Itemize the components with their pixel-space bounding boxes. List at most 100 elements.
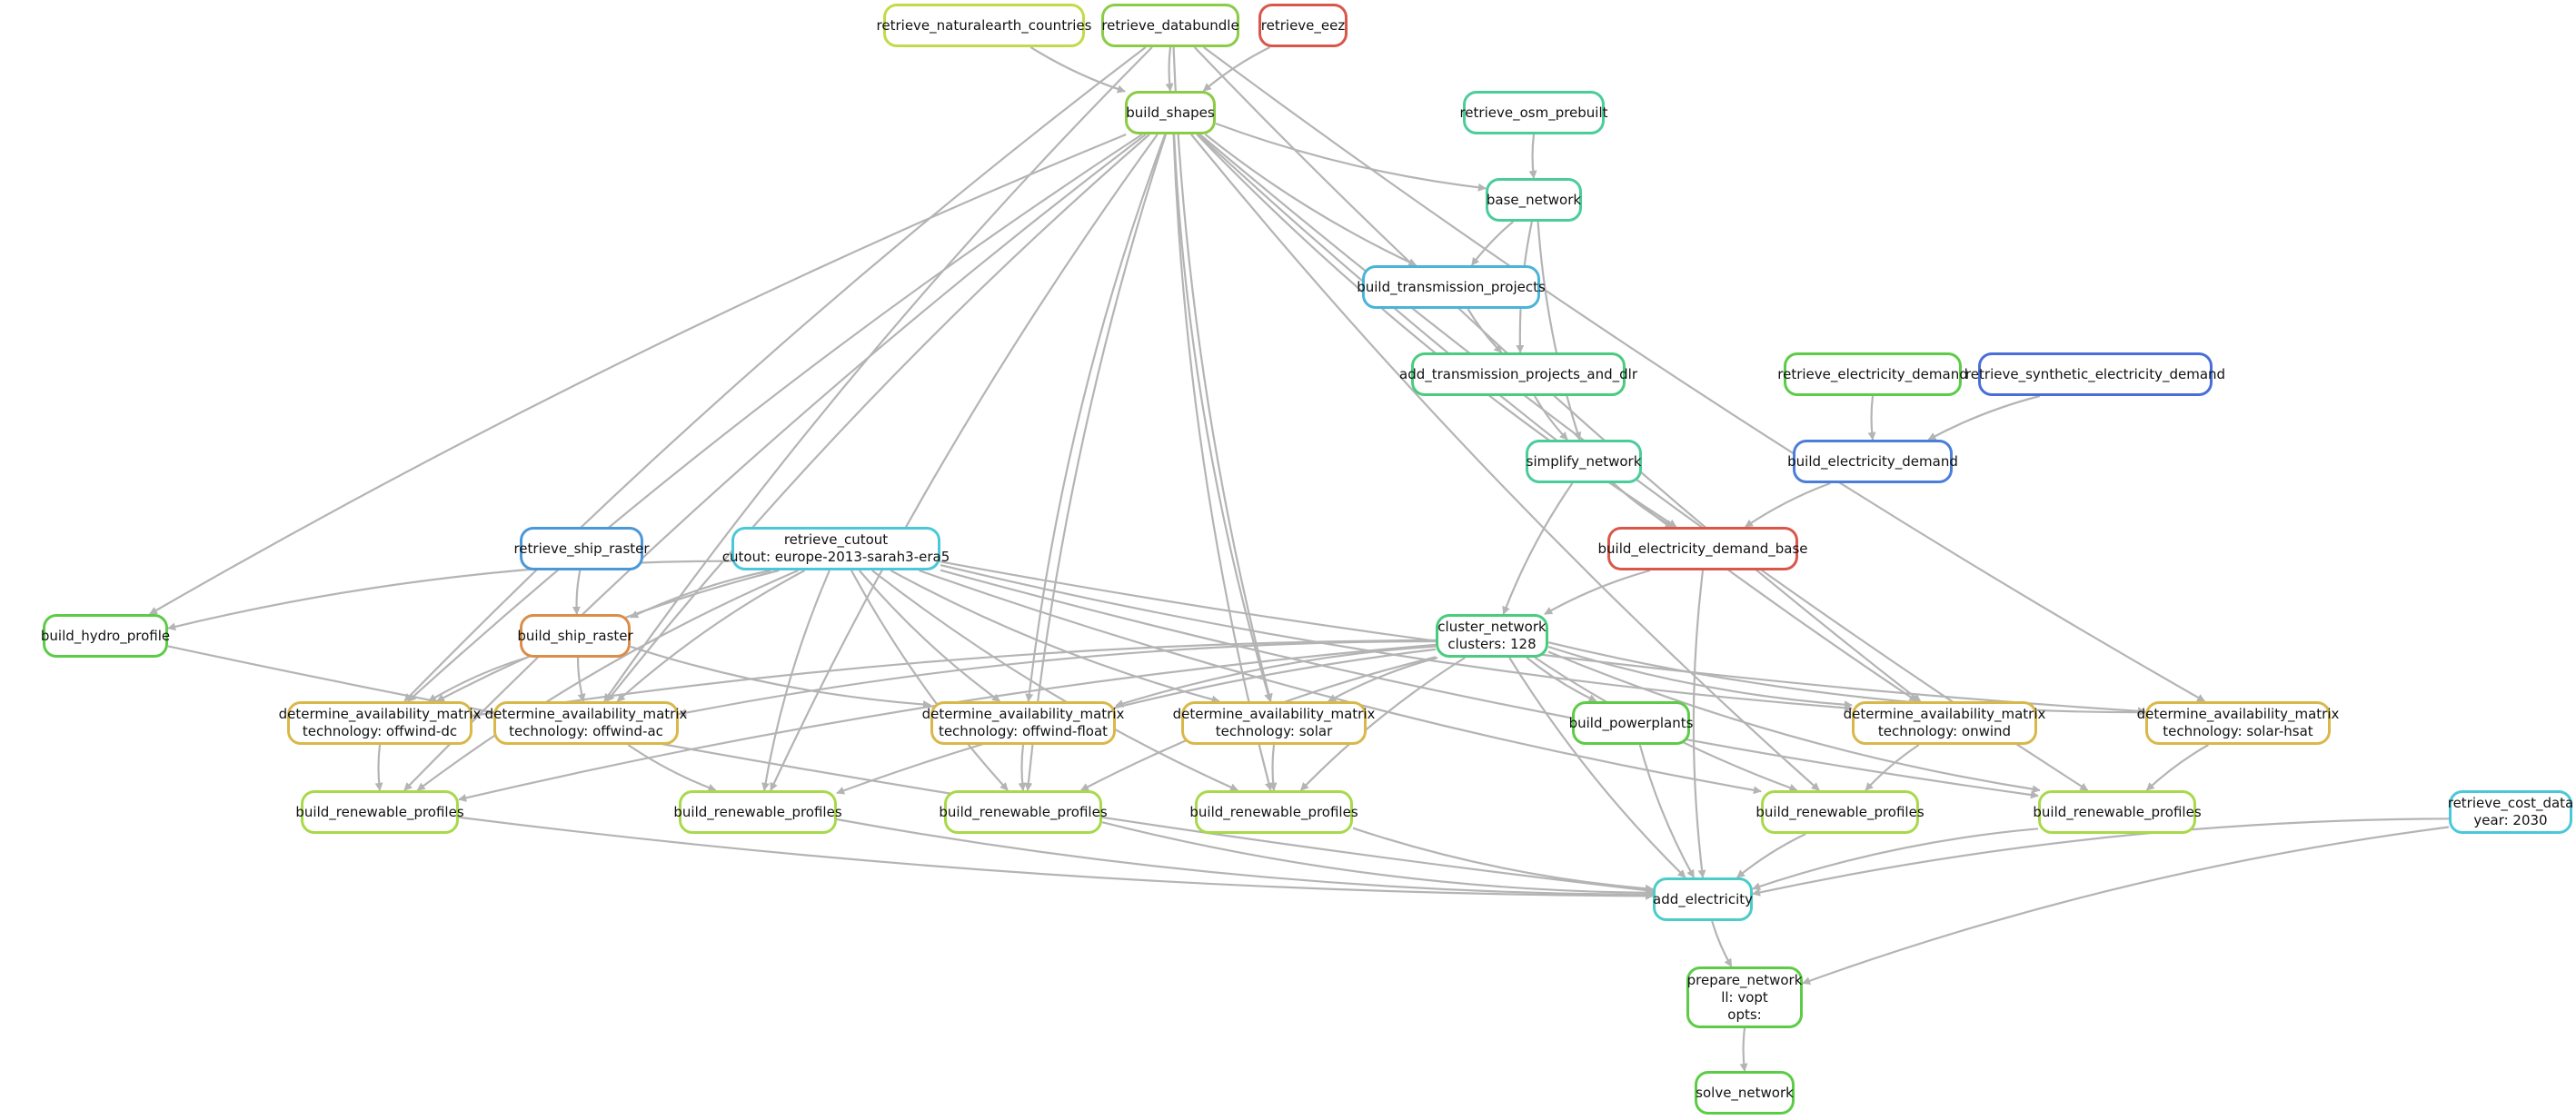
- edge-build-electricity-demand-to-build-electricity-demand-base: [1745, 481, 1831, 528]
- node-label: retrieve_electricity_demand: [1777, 365, 1968, 382]
- node-wildcard-label: technology: offwind-dc: [302, 723, 458, 739]
- edge-retrieve-electricity-demand-to-build-electricity-demand: [1867, 395, 1876, 441]
- node-brp-offwind-ac[interactable]: build_renewable_profiles: [673, 790, 842, 834]
- node-label: retrieve_synthetic_electricity_demand: [1964, 365, 2226, 382]
- edge-build-shapes-to-brp-solar: [1172, 134, 1273, 791]
- edge-build-shapes-to-dam-onwind: [1197, 134, 1918, 702]
- edge-build-powerplants-to-add-electricity: [1638, 744, 1696, 878]
- edge-build-shapes-to-build-hydro-profile: [149, 133, 1127, 615]
- node-label: build_renewable_profiles: [1189, 803, 1358, 820]
- edge-base-network-to-simplify-network: [1537, 221, 1582, 441]
- edge-build-electricity-demand-base-to-add-electricity: [1692, 570, 1706, 878]
- edge-retrieve-cost-data-to-prepare-network: [1802, 826, 2450, 985]
- edge-retrieve-ship-raster-to-build-ship-raster: [572, 570, 582, 615]
- node-retrieve-naturalearth-countries[interactable]: retrieve_naturalearth_countries: [877, 4, 1091, 47]
- node-add-transmission-projects-and-dlr[interactable]: add_transmission_projects_and_dlr: [1399, 352, 1637, 396]
- edge-cluster-network-to-dam-solar: [1328, 656, 1438, 702]
- edge-cluster-network-to-dam-solar-hsat: [1547, 641, 2146, 717]
- node-brp-solar-hsat[interactable]: build_renewable_profiles: [2033, 790, 2202, 834]
- node-label: determine_availability_matrix: [1843, 706, 2046, 722]
- node-retrieve-electricity-demand[interactable]: retrieve_electricity_demand: [1777, 352, 1968, 396]
- node-label: retrieve_eez: [1260, 16, 1346, 34]
- edge-build-shapes-to-dam-offwind-dc: [407, 134, 1143, 702]
- node-wildcard-label: technology: offwind-ac: [509, 723, 663, 739]
- node-simplify-network[interactable]: simplify_network: [1526, 440, 1642, 483]
- node-label: determine_availability_matrix: [1172, 706, 1376, 722]
- edge-dam-solar-hsat-to-brp-solar-hsat: [2145, 744, 2209, 791]
- node-label: retrieve_osm_prebuilt: [1459, 104, 1608, 121]
- node-build-transmission-projects[interactable]: build_transmission_projects: [1357, 265, 1546, 309]
- node-build-powerplants[interactable]: build_powerplants: [1569, 701, 1693, 745]
- node-base-network[interactable]: base_network: [1486, 178, 1582, 222]
- edge-retrieve-databundle-to-dam-offwind-ac: [603, 46, 1153, 702]
- edge-dam-offwind-ac-to-brp-offwind-ac: [627, 744, 717, 792]
- edge-retrieve-cutout-to-brp-solar-hsat: [940, 569, 2039, 799]
- node-label: build_renewable_profiles: [295, 803, 464, 820]
- edge-retrieve-cutout-to-dam-offwind-ac: [616, 570, 806, 702]
- node-label: simplify_network: [1526, 452, 1642, 470]
- edge-build-ship-raster-to-dam-offwind-float: [630, 645, 931, 709]
- node-wildcard-label: technology: solar-hsat: [2163, 723, 2313, 739]
- edge-cluster-network-to-build-powerplants: [1526, 657, 1597, 702]
- node-label: cluster_network: [1437, 619, 1547, 635]
- node-label: build_renewable_profiles: [2033, 803, 2202, 820]
- node-brp-onwind[interactable]: build_renewable_profiles: [1755, 790, 1925, 834]
- edge-retrieve-cutout-to-brp-offwind-ac: [761, 570, 830, 791]
- node-wildcard-label: ll: vopt: [1721, 988, 1768, 1006]
- edge-add-electricity-to-prepare-network: [1711, 920, 1733, 967]
- node-label: build_renewable_profiles: [673, 803, 842, 820]
- node-build-ship-raster[interactable]: build_ship_raster: [517, 614, 633, 658]
- node-label: retrieve_cutout: [783, 531, 889, 548]
- node-brp-offwind-dc[interactable]: build_renewable_profiles: [295, 790, 464, 834]
- node-retrieve-databundle[interactable]: retrieve_databundle: [1101, 4, 1239, 47]
- node-label: determine_availability_matrix: [921, 706, 1125, 722]
- edge-cluster-network-to-brp-solar: [1299, 657, 1466, 791]
- node-retrieve-synthetic-electricity-demand[interactable]: retrieve_synthetic_electricity_demand: [1965, 352, 2225, 396]
- node-label: add_electricity: [1653, 890, 1753, 907]
- edge-build-shapes-to-dam-solar: [1173, 134, 1272, 702]
- node-label: determine_availability_matrix: [278, 706, 482, 722]
- edge-cluster-network-to-add-electricity: [1508, 657, 1686, 878]
- edge-retrieve-cutout-to-brp-offwind-float: [850, 570, 1009, 791]
- node-wildcard-label: technology: solar: [1215, 723, 1333, 739]
- edge-brp-solar-hsat-to-add-electricity: [1752, 828, 2039, 891]
- node-label: build_transmission_projects: [1357, 278, 1546, 295]
- node-brp-solar[interactable]: build_renewable_profiles: [1189, 790, 1358, 834]
- node-label: build_powerplants: [1568, 714, 1694, 731]
- node-label: determine_availability_matrix: [484, 706, 688, 722]
- node-retrieve-osm-prebuilt[interactable]: retrieve_osm_prebuilt: [1459, 91, 1608, 134]
- edge-dam-offwind-dc-to-brp-offwind-dc: [374, 744, 383, 791]
- node-label: build_electricity_demand_base: [1597, 540, 1808, 557]
- node-add-electricity[interactable]: add_electricity: [1653, 877, 1753, 921]
- node-build-shapes[interactable]: build_shapes: [1125, 91, 1216, 134]
- node-wildcard-label: technology: onwind: [1877, 723, 2012, 739]
- node-build-electricity-demand-base[interactable]: build_electricity_demand_base: [1598, 527, 1808, 570]
- node-brp-offwind-float[interactable]: build_renewable_profiles: [939, 790, 1108, 834]
- edge-retrieve-cost-data-to-add-electricity: [1752, 818, 2450, 897]
- edge-retrieve-eez-to-build-shapes: [1202, 46, 1270, 92]
- edge-retrieve-cutout-to-brp-offwind-dc: [416, 569, 799, 791]
- node-build-hydro-profile[interactable]: build_hydro_profile: [41, 614, 170, 658]
- edge-retrieve-osm-prebuilt-to-base-network: [1528, 134, 1537, 179]
- node-wildcard-label: technology: offwind-float: [938, 723, 1109, 739]
- node-solve-network[interactable]: solve_network: [1695, 1071, 1795, 1115]
- node-label: build_renewable_profiles: [939, 803, 1108, 820]
- node-build-electricity-demand[interactable]: build_electricity_demand: [1787, 440, 1958, 483]
- edge-cluster-network-to-dam-offwind-float: [1115, 645, 1437, 708]
- node-label: retrieve_cost_data: [2447, 795, 2574, 811]
- edge-build-shapes-to-dam-offwind-ac: [606, 134, 1150, 702]
- node-retrieve-ship-raster[interactable]: retrieve_ship_raster: [513, 527, 650, 570]
- node-label: build_electricity_demand: [1787, 452, 1958, 470]
- edge-brp-solar-to-add-electricity: [1352, 827, 1654, 893]
- node-retrieve-eez[interactable]: retrieve_eez: [1258, 4, 1348, 47]
